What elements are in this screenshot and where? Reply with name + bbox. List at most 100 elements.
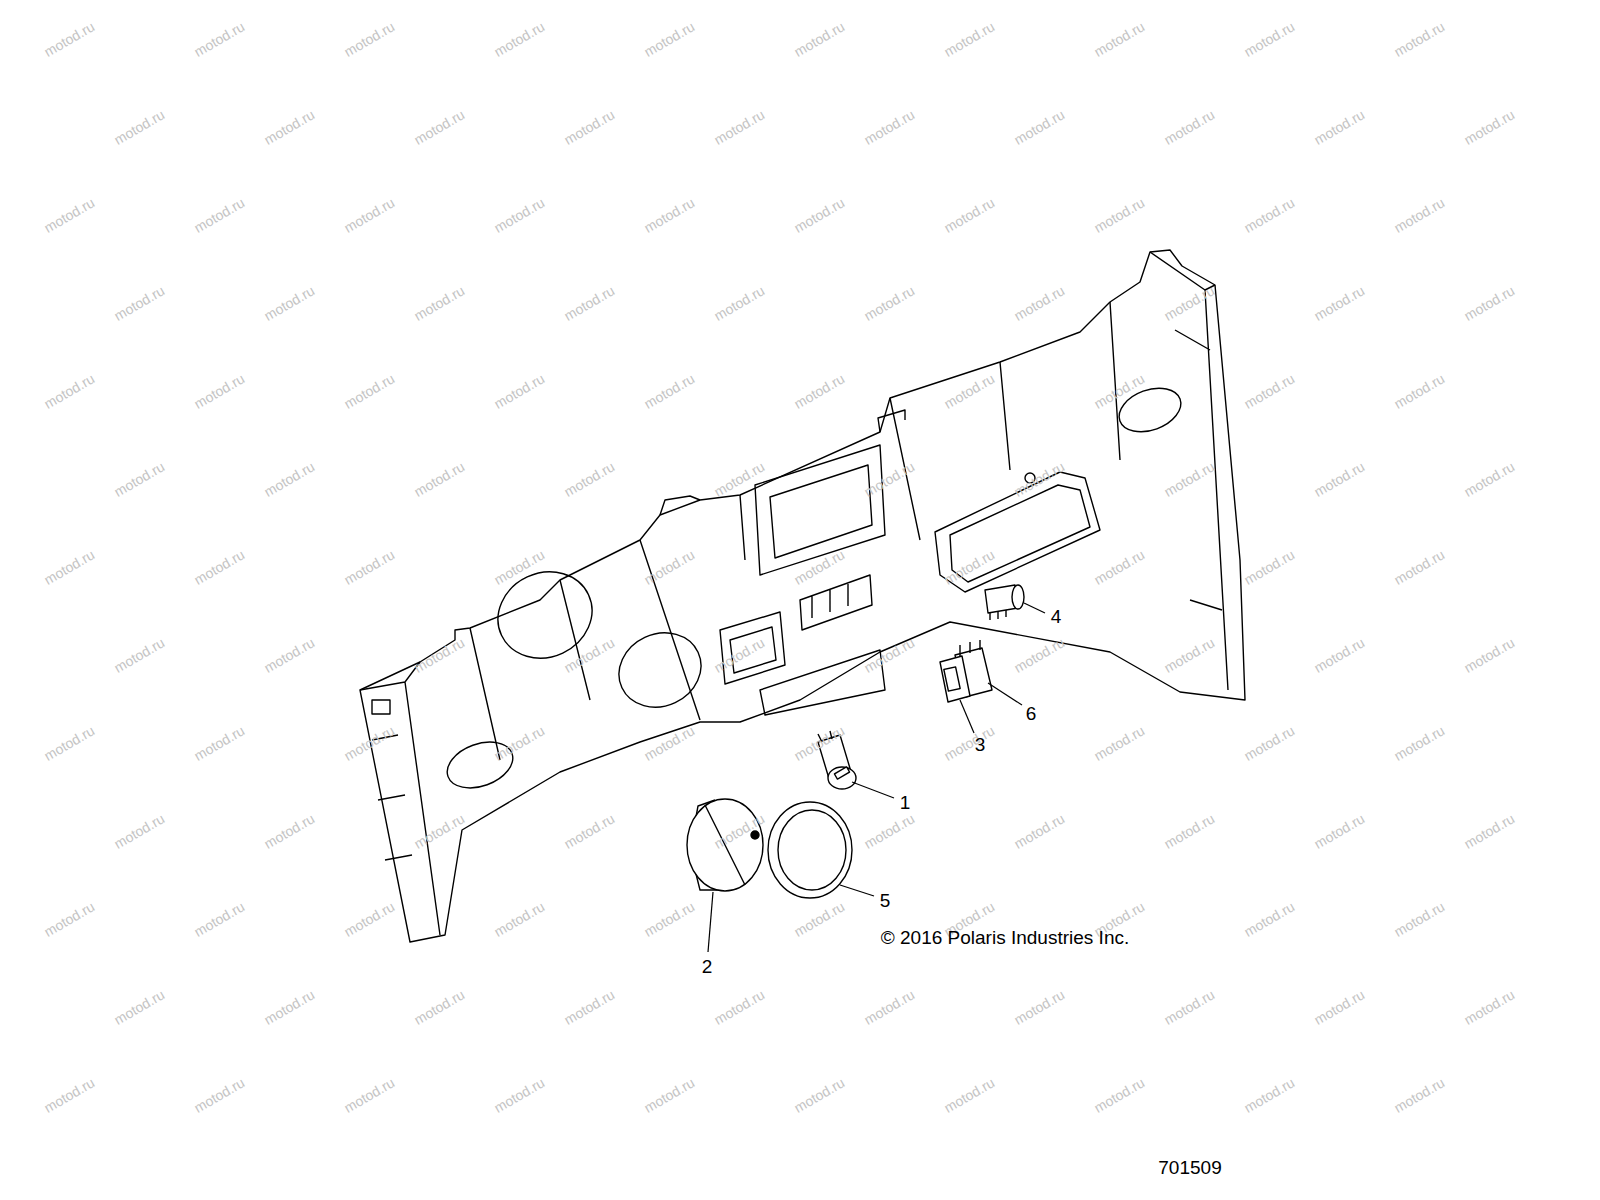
watermark: motod.ru	[412, 460, 468, 501]
leader-line	[1024, 603, 1045, 613]
watermark: motod.ru	[262, 284, 318, 325]
watermark: motod.ru	[642, 196, 698, 237]
watermark: motod.ru	[862, 988, 918, 1029]
watermark: motod.ru	[262, 812, 318, 853]
watermark: motod.ru	[492, 724, 548, 765]
watermark: motod.ru	[1392, 724, 1448, 765]
leader-line	[988, 683, 1022, 705]
watermark: motod.ru	[1162, 812, 1218, 853]
watermark: motod.ru	[192, 372, 248, 413]
watermark: motod.ru	[562, 108, 618, 149]
watermark: motod.ru	[1162, 284, 1218, 325]
panel-creases	[470, 302, 1120, 760]
watermark: motod.ru	[642, 1076, 698, 1117]
watermark: motod.ru	[862, 812, 918, 853]
watermark: motod.ru	[342, 724, 398, 765]
watermark: motod.ru	[42, 724, 98, 765]
watermark: motod.ru	[562, 812, 618, 853]
watermark: motod.ru	[342, 1076, 398, 1117]
watermark: motod.ru	[42, 548, 98, 589]
watermark: motod.ru	[342, 20, 398, 61]
watermark: motod.ru	[112, 988, 168, 1029]
watermark: motod.ru	[262, 108, 318, 149]
watermark: motod.ru	[942, 548, 998, 589]
left-end-panel	[360, 662, 440, 935]
watermark: motod.ru	[42, 900, 98, 941]
left-tab	[372, 700, 390, 714]
relay-face	[1012, 585, 1024, 609]
watermark: motod.ru	[562, 636, 618, 677]
watermark: motod.ru	[792, 548, 848, 589]
watermark: motod.ru	[412, 812, 468, 853]
watermark: motod.ru	[862, 460, 918, 501]
watermark: motod.ru	[1392, 20, 1448, 61]
leader-line	[708, 892, 713, 952]
watermark: motod.ru	[942, 724, 998, 765]
copyright-note: © 2016 Polaris Industries Inc.	[881, 928, 1129, 949]
watermark: motod.ru	[942, 20, 998, 61]
watermark: motod.ru	[862, 284, 918, 325]
watermark: motod.ru	[492, 1076, 548, 1117]
callout-number: 3	[975, 735, 986, 756]
watermark: motod.ru	[1092, 20, 1148, 61]
dash-outline	[360, 250, 1245, 942]
leader-line	[852, 782, 894, 798]
watermark: motod.ru	[792, 900, 848, 941]
watermark: motod.ru	[192, 724, 248, 765]
watermark: motod.ru	[1312, 636, 1368, 677]
watermark: motod.ru	[792, 724, 848, 765]
watermark: motod.ru	[642, 372, 698, 413]
watermark: motod.ru	[1162, 460, 1218, 501]
key-switch-face	[828, 767, 856, 789]
watermark: motod.ru	[712, 284, 768, 325]
callout-number: 2	[702, 957, 713, 978]
watermark: motod.ru	[1462, 988, 1518, 1029]
switch-rocker	[944, 667, 960, 691]
watermark: motod.ru	[792, 1076, 848, 1117]
gauge-opening	[607, 620, 714, 721]
watermark: motod.ru	[712, 812, 768, 853]
watermark: motod.ru	[42, 1076, 98, 1117]
watermark: motod.ru	[1242, 548, 1298, 589]
watermark: motod.ru	[1092, 372, 1148, 413]
watermark: motod.ru	[342, 900, 398, 941]
right-end-panel	[1150, 252, 1228, 690]
watermark: motod.ru	[412, 636, 468, 677]
watermark: motod.ru	[642, 548, 698, 589]
watermark: motod.ru	[342, 548, 398, 589]
watermark: motod.ru	[1162, 636, 1218, 677]
watermark: motod.ru	[1012, 460, 1068, 501]
key-switch-key	[834, 767, 849, 779]
watermark: motod.ru	[562, 460, 618, 501]
callout-number: 4	[1051, 607, 1062, 628]
watermark: motod.ru	[112, 460, 168, 501]
relay-pins	[990, 610, 1006, 620]
watermark: motod.ru	[1162, 988, 1218, 1029]
watermark: motod.ru	[192, 900, 248, 941]
watermark: motod.ru	[112, 636, 168, 677]
watermark: motod.ru	[1242, 724, 1298, 765]
watermark: motod.ru	[342, 372, 398, 413]
switch-bank	[800, 575, 872, 630]
bezel-ring	[768, 802, 852, 898]
watermark: motod.ru	[1092, 196, 1148, 237]
watermark: motod.ru	[712, 988, 768, 1029]
bezel-outer	[768, 802, 852, 898]
callout-number: 1	[900, 793, 911, 814]
callout-number: 5	[880, 891, 891, 912]
leader-line	[960, 700, 974, 733]
watermark: motod.ru	[1162, 108, 1218, 149]
watermark: motod.ru	[1392, 900, 1448, 941]
watermark: motod.ru	[1242, 372, 1298, 413]
watermark: motod.ru	[1312, 988, 1368, 1029]
watermark: motod.ru	[1242, 196, 1298, 237]
rocker-switch	[940, 640, 992, 702]
watermark: motod.ru	[942, 1076, 998, 1117]
watermark: motod.ru	[342, 196, 398, 237]
watermark: motod.ru	[112, 108, 168, 149]
watermark: motod.ru	[792, 196, 848, 237]
watermark: motod.ru	[1462, 284, 1518, 325]
leader-line	[840, 885, 874, 896]
